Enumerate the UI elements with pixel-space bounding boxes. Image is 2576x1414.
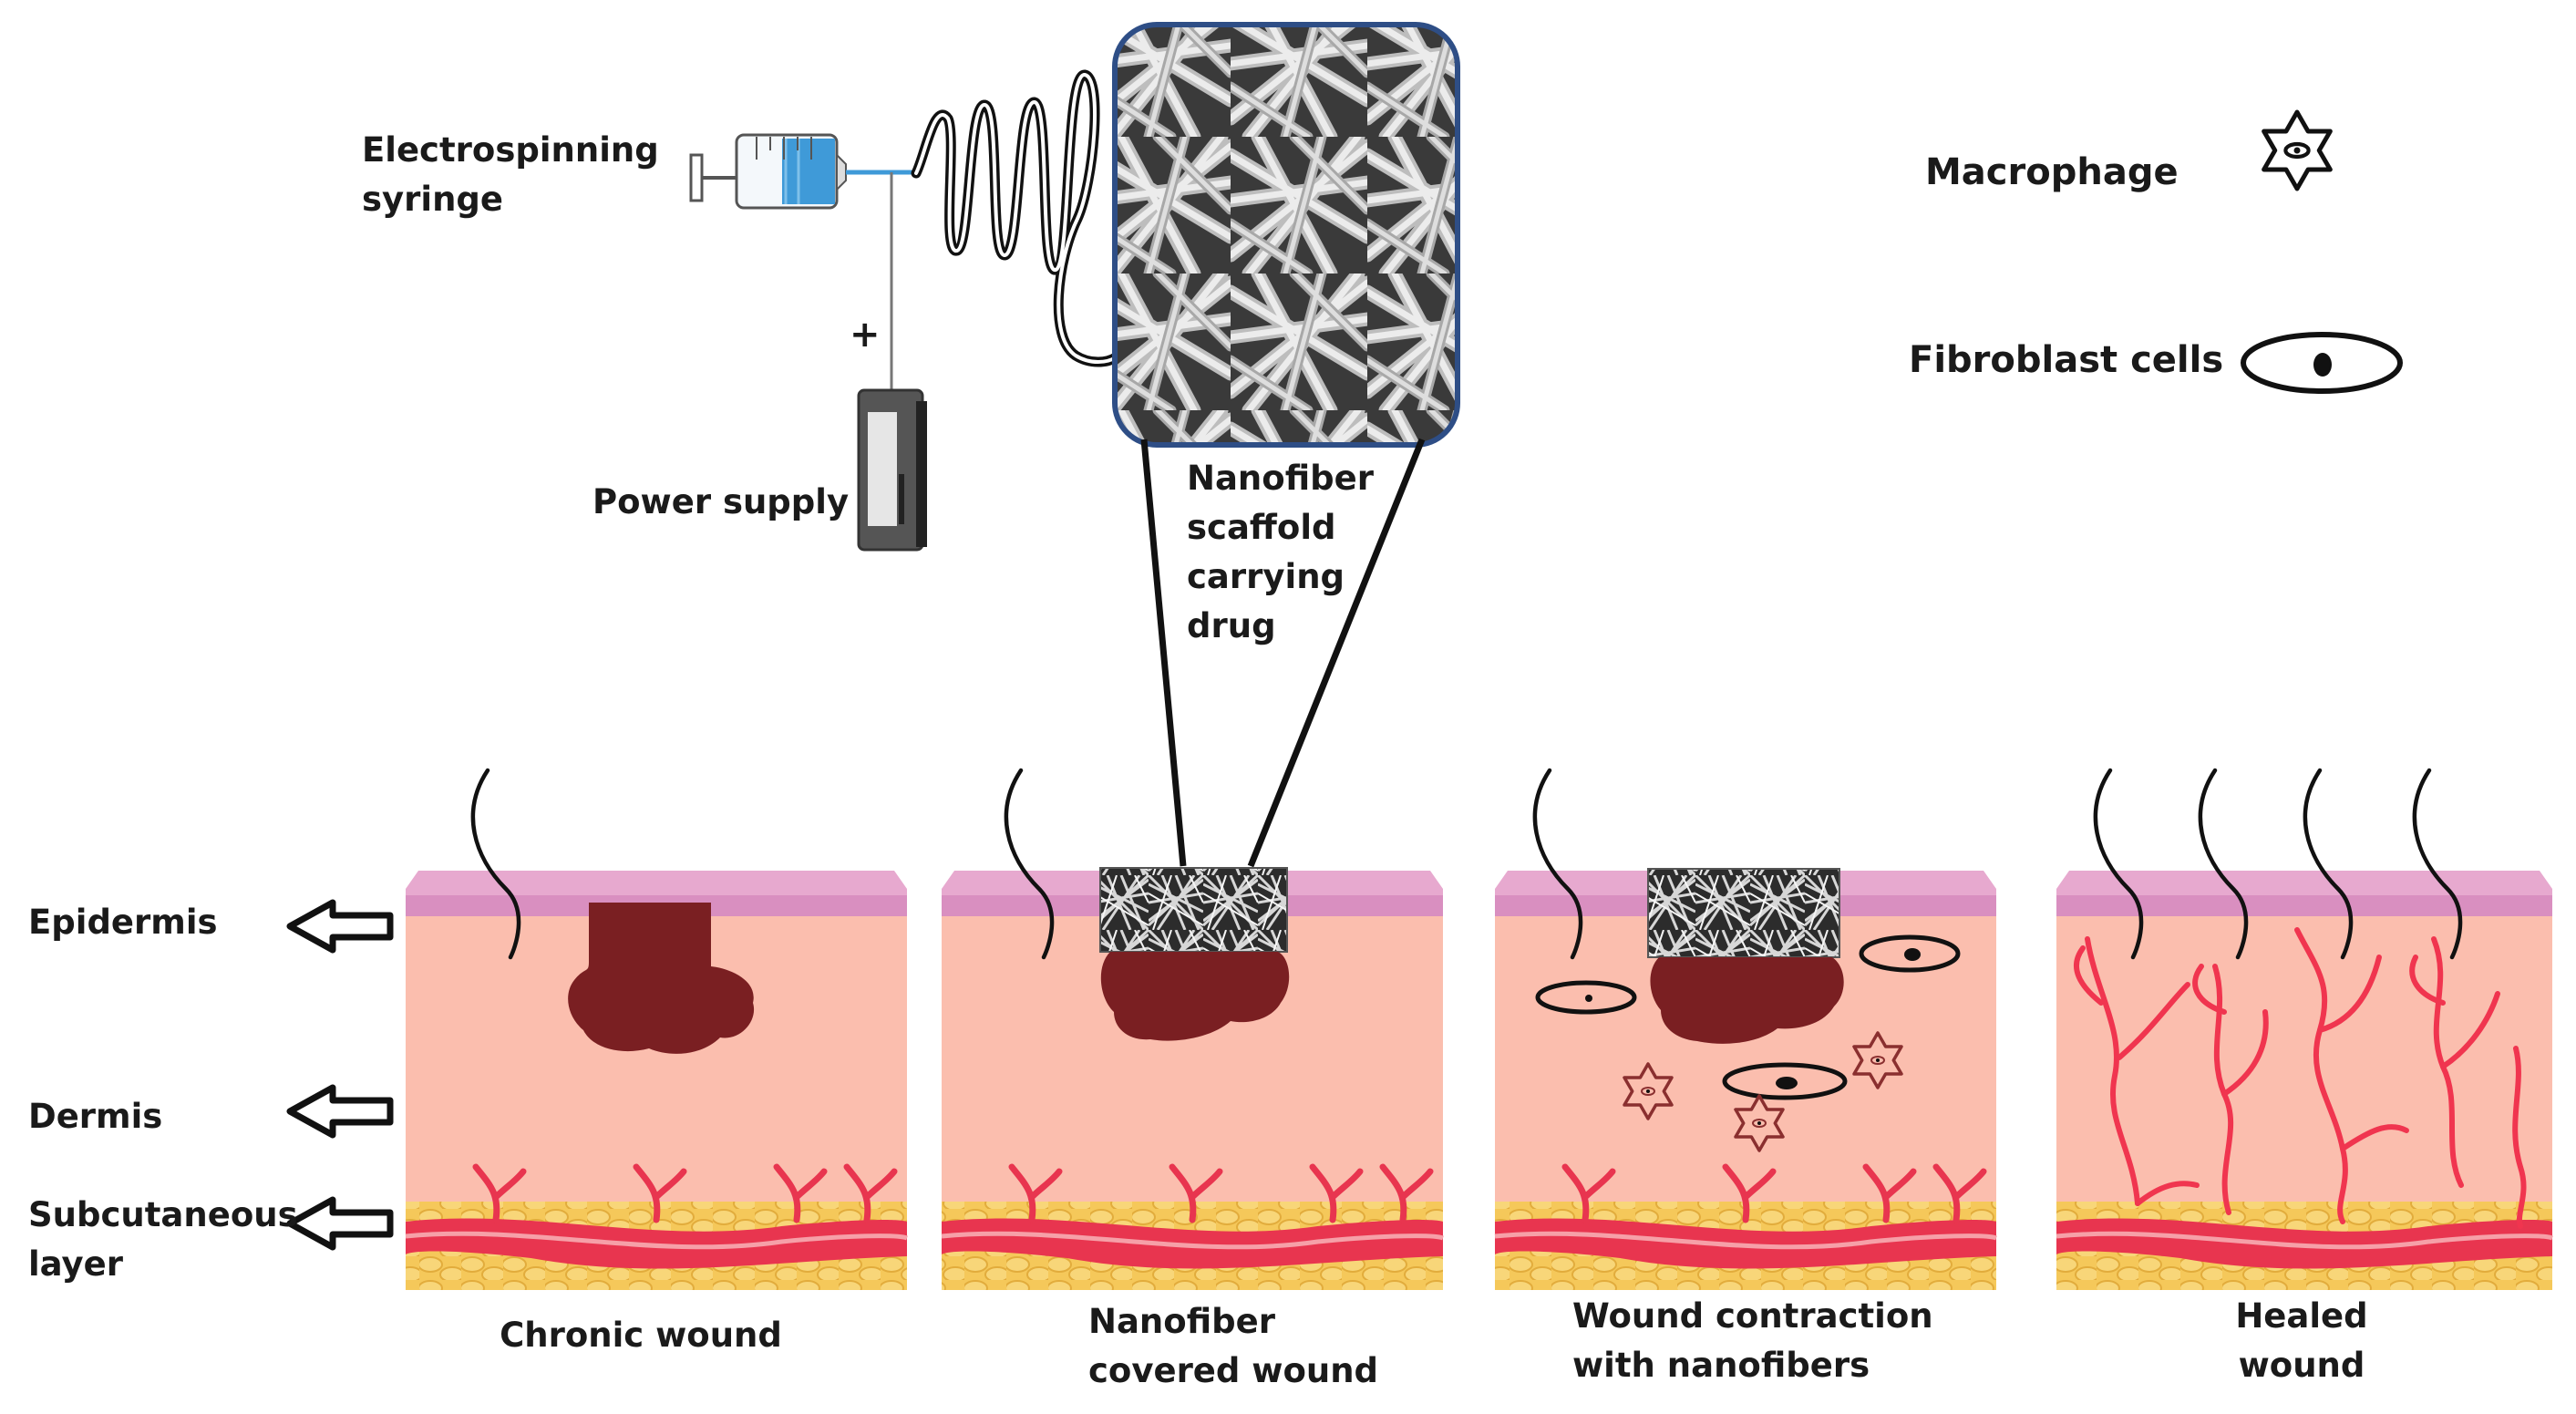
electrospinning-syringe <box>689 133 919 210</box>
hair-strand <box>2093 768 2144 960</box>
capillary <box>633 1163 687 1223</box>
stage-caption-contraction: Wound contraction with nanofibers <box>1572 1296 1933 1385</box>
contraction-wound-lesion <box>1650 957 1844 1044</box>
capillary <box>1169 1163 1223 1223</box>
macrophage-cell <box>1623 1062 1674 1120</box>
vessel-highlight <box>941 1231 1444 1250</box>
skin-block <box>941 768 1444 1290</box>
stage-caption-covered: Nanofiber covered wound <box>1088 1302 1379 1390</box>
capillary <box>1008 1163 1063 1223</box>
hair-strand <box>1532 768 1583 960</box>
fibroblast-cell <box>1859 934 1961 973</box>
hair-strand <box>2412 768 2463 960</box>
contraction-nanofiber-patch <box>1647 868 1840 958</box>
fibroblast-cell <box>1535 980 1637 1015</box>
skin-block <box>2056 768 2553 1290</box>
nanofiber-sem-magnifier <box>1112 22 1460 448</box>
capillary <box>1561 1163 1616 1223</box>
dermis-label: Dermis <box>28 1097 163 1136</box>
epidermis-basal <box>2056 895 2552 916</box>
skin-blocks <box>405 768 2553 1290</box>
magnifier-lines <box>1140 438 1426 868</box>
capillary <box>1379 1163 1434 1223</box>
capillary <box>1932 1163 1987 1223</box>
hair-strand <box>1004 768 1055 960</box>
vessel-highlight <box>405 1231 908 1250</box>
dermis-arrow-icon <box>286 1084 394 1139</box>
nanofiber-patch <box>1099 867 1288 953</box>
fibroblast-legend-icon <box>2241 332 2403 394</box>
epidermis-label: Epidermis <box>28 903 218 942</box>
stage-caption-chronic: Chronic wound <box>500 1316 782 1355</box>
hair-strand <box>2303 768 2354 960</box>
chronic-wound-lesion <box>568 903 755 1054</box>
power-polarity-sign: + <box>850 314 881 356</box>
epidermis-arrow-icon <box>286 899 394 954</box>
electrospun-jet <box>911 69 1121 367</box>
capillary <box>843 1163 898 1223</box>
subcutaneous-label: Subcutaneous layer <box>28 1195 298 1284</box>
hair-strand <box>470 768 521 960</box>
macrophage-cell <box>1852 1031 1903 1089</box>
fibroblast-legend-label: Fibroblast cells <box>1909 339 2224 381</box>
capillary <box>1862 1163 1917 1223</box>
hair-strand <box>2198 768 2249 960</box>
capillary <box>1722 1163 1777 1223</box>
power-supply-icon <box>857 388 927 552</box>
capillary <box>472 1163 527 1223</box>
covered-wound-lesion <box>1100 952 1290 1041</box>
stage-caption-healed: Healed wound <box>2235 1296 2368 1385</box>
macrophage-legend-label: Macrophage <box>1925 151 2179 193</box>
subcutaneous-arrow-icon <box>286 1196 394 1251</box>
vessel-highlight <box>2056 1231 2553 1250</box>
macrophage-cell <box>1734 1094 1785 1152</box>
capillary <box>1309 1163 1364 1223</box>
power-supply-label: Power supply <box>592 482 850 521</box>
healed-blood-vessels <box>2073 927 2527 1229</box>
macrophage-legend-icon <box>2262 109 2333 191</box>
skin-block <box>405 768 908 1290</box>
syringe-label: Electrospinning syringe <box>362 130 659 219</box>
scaffold-label: Nanofiber scaffold carrying drug <box>1187 459 1374 645</box>
capillary <box>773 1163 828 1223</box>
vessel-highlight <box>1494 1231 1997 1250</box>
fibroblast-cell <box>1722 1062 1848 1100</box>
